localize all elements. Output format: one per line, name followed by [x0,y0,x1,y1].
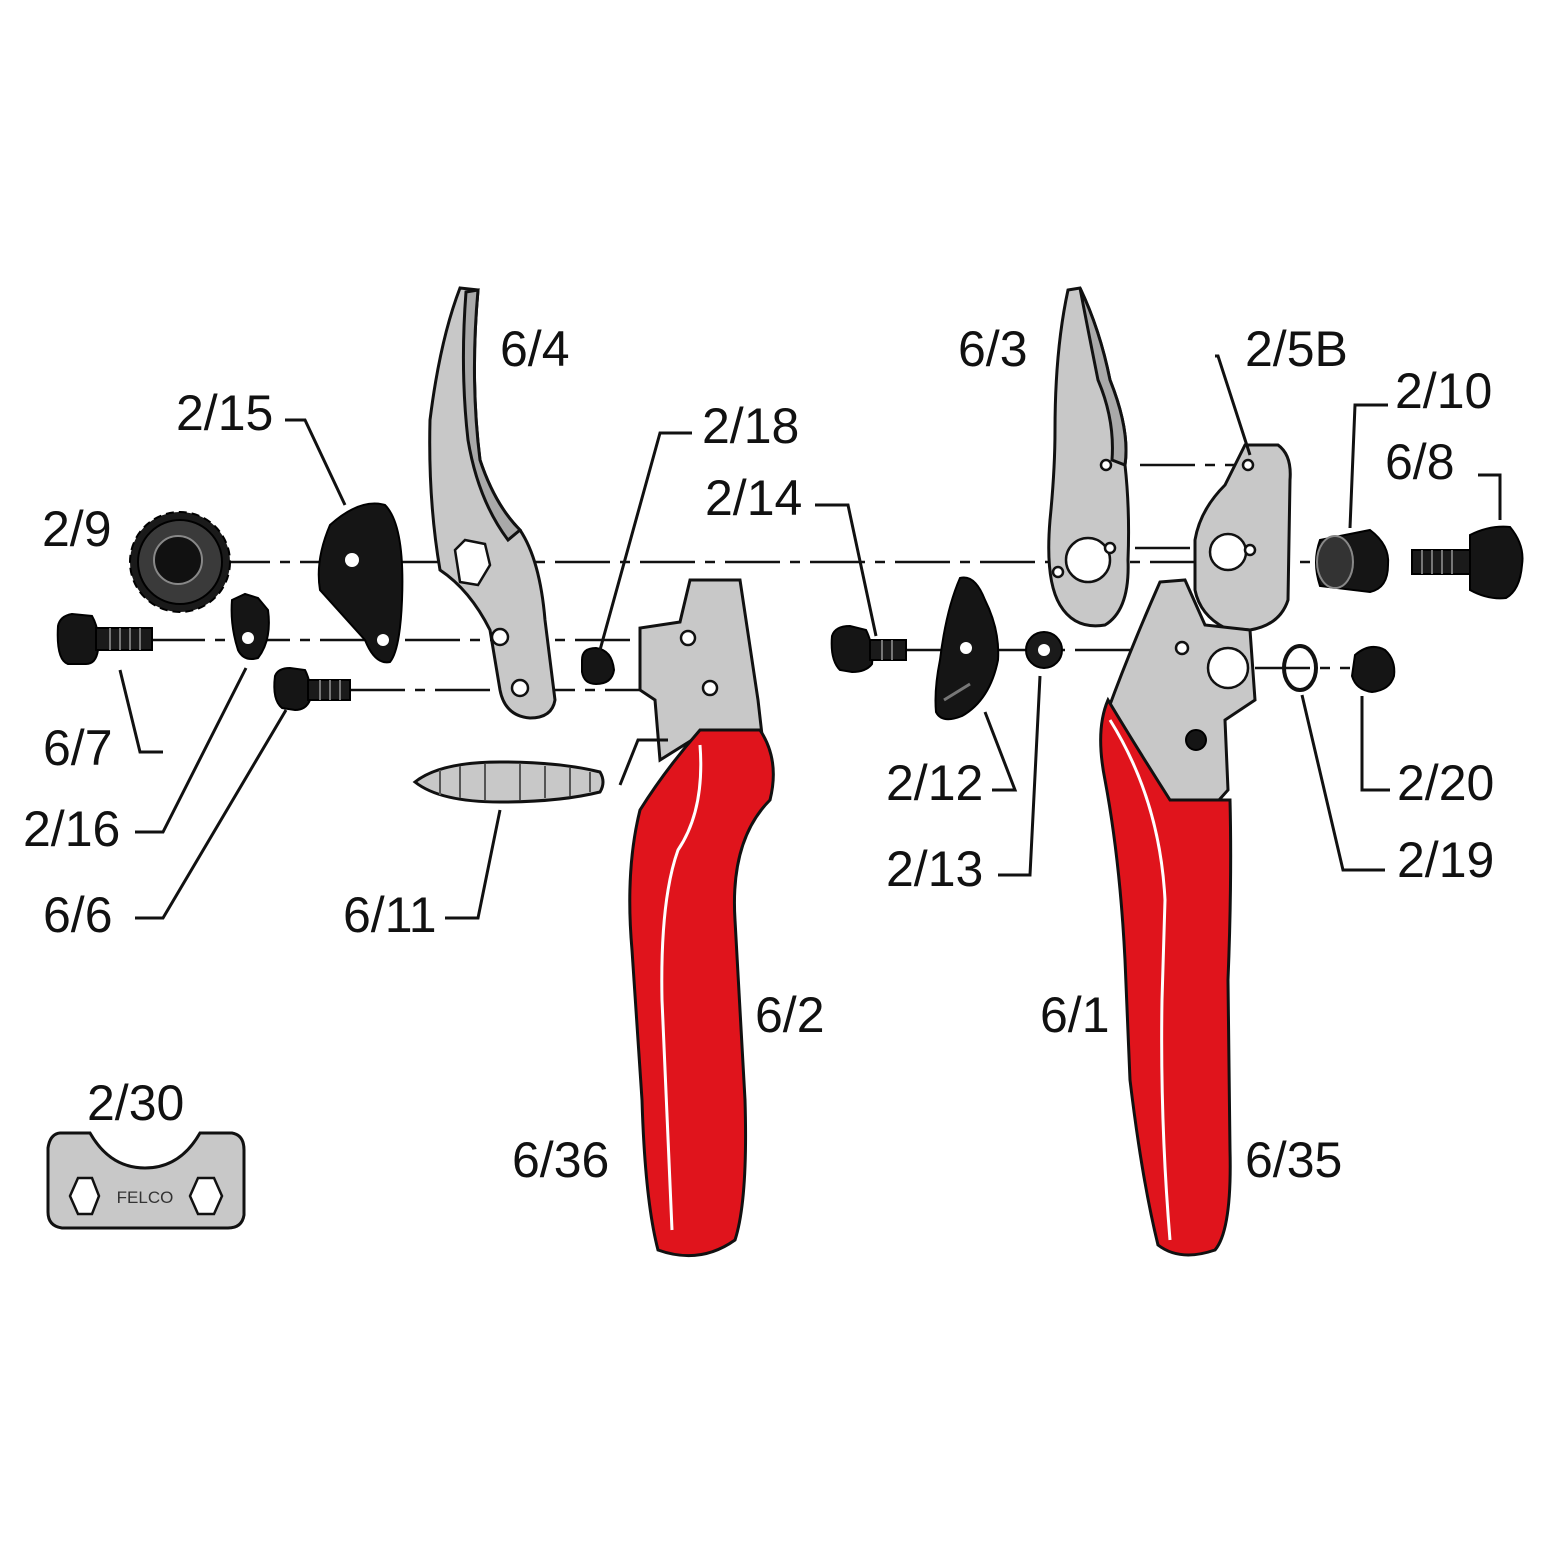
label-2-12: 2/12 [886,755,983,811]
blade-6-4 [428,286,557,720]
label-2-9: 2/9 [42,501,112,557]
label-6-3: 6/3 [958,321,1028,377]
label-2-19: 2/19 [1397,832,1494,888]
wrench-2-30: FELCO [46,1131,246,1230]
label-2-13: 2/13 [886,841,983,897]
plate-2-15 [317,502,404,664]
label-2-14: 2/14 [705,470,802,526]
wrench-brand-text: FELCO [117,1188,174,1207]
label-6-36: 6/36 [512,1132,609,1188]
washer-2-13 [1025,631,1063,669]
label-2-30: 2/30 [87,1075,184,1131]
bolt-6-8 [1411,525,1524,600]
part-labels: 6/4 2/15 2/18 2/9 2/14 6/7 2/16 6/6 6/11… [23,321,1494,1188]
spring-6-11 [412,760,605,804]
cap-2-18 [581,646,616,686]
blade-6-3 [1047,286,1131,628]
label-6-4: 6/4 [500,321,570,377]
leader-lines [118,354,1502,920]
label-6-1: 6/1 [1040,987,1110,1043]
label-6-2: 6/2 [755,987,825,1043]
label-6-8: 6/8 [1385,434,1455,490]
guard-2-12 [934,576,1000,721]
label-6-11: 6/11 [343,887,437,943]
label-2-16: 2/16 [23,801,120,857]
label-2-18: 2/18 [702,398,799,454]
screw-2-14 [830,624,907,674]
label-6-7: 6/7 [43,720,113,776]
clip-2-16 [230,592,270,660]
label-6-35: 6/35 [1245,1132,1342,1188]
label-2-15: 2/15 [176,385,273,441]
label-6-6: 6/6 [43,887,113,943]
ring-2-19 [1282,644,1318,692]
body-2-5B [1193,443,1292,632]
handle-6-1 [1099,578,1257,1257]
label-2-10: 2/10 [1395,363,1492,419]
label-2-5B: 2/5B [1245,321,1348,377]
label-2-20: 2/20 [1397,755,1494,811]
bushing-2-10 [1315,528,1390,594]
handle-6-2 [628,578,775,1258]
bolt-6-6 [273,666,351,712]
bolt-6-7 [56,612,153,665]
cap-2-20 [1350,645,1396,694]
gear-nut-2-9 [129,511,231,613]
